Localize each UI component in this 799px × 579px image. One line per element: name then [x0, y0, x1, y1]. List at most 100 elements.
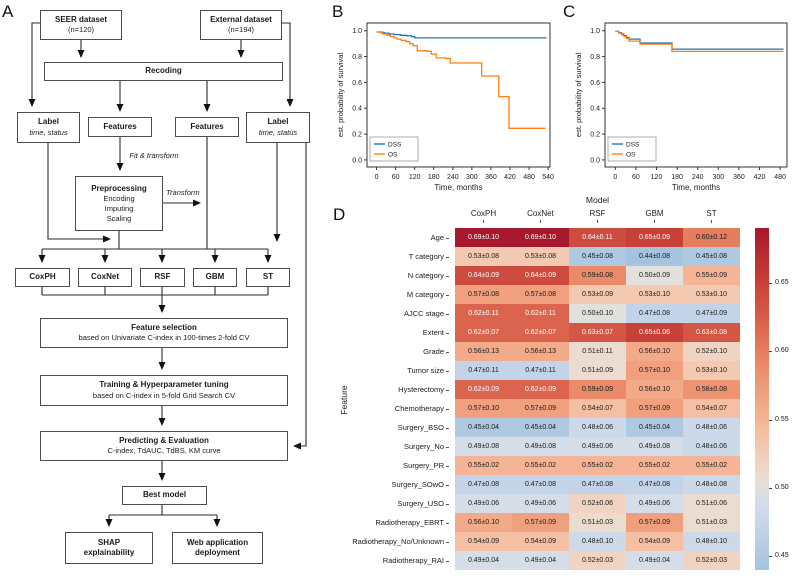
heatmap-cell: 0.56±0.10 [626, 380, 683, 399]
y-tick-label: 1.0 [352, 28, 362, 35]
flowchart-arrows [28, 22, 307, 527]
flow-node-predicting: Predicting & Evaluation C-index, TdAUC, … [40, 431, 288, 461]
legend-box [369, 136, 419, 162]
colorbar-tick [769, 282, 772, 284]
heatmap-cell: 0.53±0.10 [683, 285, 740, 304]
heatmap-cell: 0.45±0.04 [626, 418, 683, 437]
heatmap-cell: 0.62±0.09 [455, 380, 512, 399]
x-axis-label: Time, months [434, 183, 482, 192]
heatmap-cell: 0.56±0.10 [455, 513, 512, 532]
node-line: Encoding [103, 194, 135, 204]
y-tick-label: 0.2 [590, 132, 600, 139]
node-title: Best model [142, 490, 187, 500]
node-line: Scaling [106, 213, 132, 223]
heatmap-cell: 0.48±0.08 [683, 475, 740, 494]
heatmap-cell: 0.49±0.06 [455, 494, 512, 513]
heatmap-cell: 0.48±0.06 [569, 418, 626, 437]
heatmap-cell: 0.47±0.08 [512, 475, 569, 494]
heatmap-cell: 0.64±0.11 [569, 228, 626, 247]
heatmap-cell: 0.58±0.08 [683, 380, 740, 399]
panel-label-c: C [563, 2, 576, 21]
heatmap-row-label: Age [330, 228, 449, 247]
x-tick-label: 300 [466, 174, 478, 181]
heatmap-cell: 0.54±0.07 [683, 399, 740, 418]
legend-label-dss: DSS [388, 142, 402, 149]
heatmap-cell: 0.53±0.08 [455, 247, 512, 266]
flow-node-training: Training & Hyperparameter tuning based o… [40, 375, 288, 406]
heatmap-cell: 0.51±0.03 [683, 513, 740, 532]
node-line: Imputing [104, 203, 134, 213]
heatmap-cell: 0.47±0.11 [512, 361, 569, 380]
heatmap-cell: 0.53±0.10 [626, 285, 683, 304]
heatmap-cell: 0.44±0.08 [626, 247, 683, 266]
heatmap-cell: 0.49±0.06 [626, 494, 683, 513]
y-tick-label: 0.6 [352, 80, 362, 87]
heatmap-row-label: Tumor size [330, 361, 449, 380]
heatmap-cell: 0.59±0.08 [569, 266, 626, 285]
heatmap-cell: 0.54±0.09 [626, 532, 683, 551]
heatmap-column-header: CoxNet [512, 209, 569, 223]
heatmap-cell: 0.45±0.08 [683, 247, 740, 266]
heatmap-cell: 0.52±0.03 [683, 551, 740, 570]
heatmap-cell: 0.49±0.06 [512, 494, 569, 513]
x-tick-label: 360 [733, 174, 745, 181]
heatmap-cell: 0.56±0.10 [626, 342, 683, 361]
flow-node-best-model: Best model [122, 486, 207, 505]
heatmap-cell: 0.63±0.08 [683, 323, 740, 342]
node-title: ST [262, 272, 274, 282]
panel-label-d: D [333, 205, 346, 224]
x-tick-label: 180 [428, 174, 440, 181]
plot-border [604, 22, 788, 168]
km-curve-os [376, 31, 546, 129]
heatmap-cell: 0.57±0.09 [512, 513, 569, 532]
heatmap-cell: 0.48±0.06 [683, 437, 740, 456]
heatmap-cell: 0.62±0.07 [455, 323, 512, 342]
heatmap-cell: 0.52±0.10 [683, 342, 740, 361]
y-tick-label: 0.8 [352, 54, 362, 61]
heatmap-cell: 0.54±0.09 [455, 532, 512, 551]
y-tick-label: 0.8 [590, 54, 600, 61]
heatmap-row-label: N category [330, 266, 449, 285]
colorbar-tick-label: 0.60 [775, 347, 789, 355]
heatmap-row-label: AJCC stage [330, 304, 449, 323]
node-subtitle: based on Univariate C-index in 100-times… [78, 333, 250, 343]
heatmap-cell: 0.69±0.10 [512, 228, 569, 247]
heatmap-row-label: T category [330, 247, 449, 266]
flow-node-preprocessing: Preprocessing Encoding Imputing Scaling [75, 176, 163, 231]
heatmap-cell: 0.53±0.09 [569, 285, 626, 304]
heatmap-cell: 0.62±0.11 [455, 304, 512, 323]
colorbar-tick-label: 0.65 [775, 278, 789, 286]
colorbar-tick-label: 0.50 [775, 483, 789, 491]
heatmap-cell: 0.57±0.09 [626, 399, 683, 418]
heatmap-cell: 0.55±0.02 [512, 456, 569, 475]
flow-node-features-right: Features [175, 117, 239, 137]
heatmap-cell: 0.50±0.09 [626, 266, 683, 285]
heatmap-cell: 0.52±0.03 [569, 551, 626, 570]
x-tick-label: 240 [692, 174, 704, 181]
heatmap-colorbar [755, 228, 769, 570]
heatmap-cell: 0.45±0.04 [512, 418, 569, 437]
y-tick-label: 0.4 [352, 106, 362, 113]
edge-label-transform: Transform [166, 188, 200, 197]
node-title: GBM [205, 272, 225, 282]
x-tick-label: 240 [447, 174, 459, 181]
node-title: Predicting & Evaluation [119, 435, 209, 445]
x-axis-label: Time, months [672, 183, 720, 192]
node-subtitle: time, status [258, 127, 298, 137]
node-title: Training & Hyperparameter tuning [99, 380, 229, 390]
node-title: Web application deployment [186, 537, 249, 557]
x-tick-label: 0 [613, 174, 617, 181]
flow-node-web-deployment: Web application deployment [172, 532, 263, 564]
node-title: CoxPH [29, 272, 56, 282]
heatmap-row-label: Surgery_USO [330, 494, 449, 513]
heatmap-column-header: ST [683, 209, 740, 223]
y-tick-label: 0.0 [352, 157, 362, 164]
y-tick-label: 1.0 [590, 28, 600, 35]
node-title: SHAP explainability [83, 537, 135, 557]
flow-node-shap: SHAP explainability [65, 532, 153, 564]
flow-node-seer-dataset: SEER dataset (n=120) [40, 10, 122, 40]
heatmap-cell: 0.45±0.08 [569, 247, 626, 266]
x-tick-label: 0 [375, 174, 379, 181]
